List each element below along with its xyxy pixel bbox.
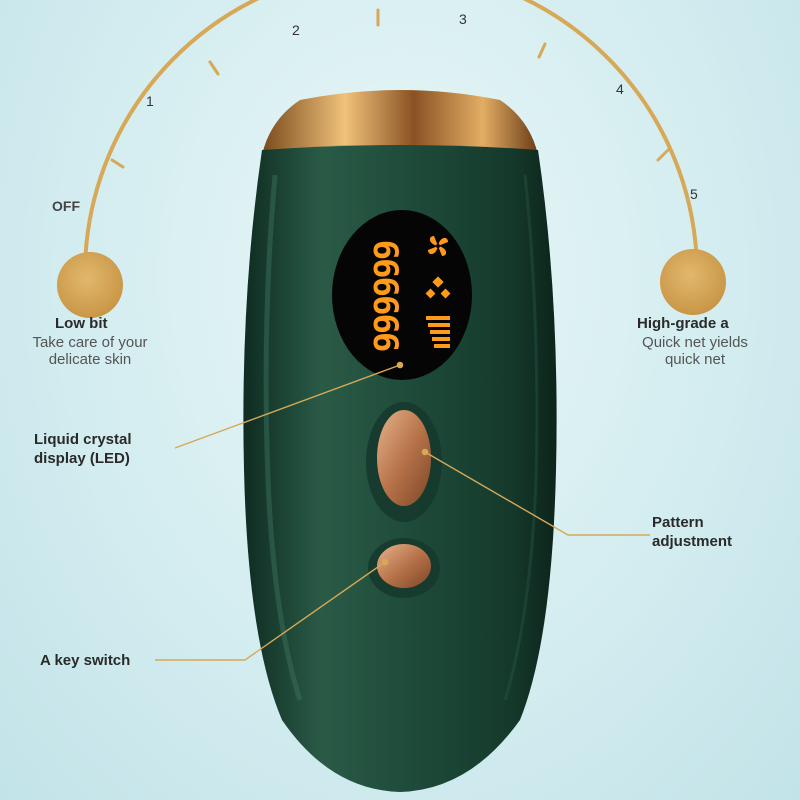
pattern-leader-line [424,451,650,536]
diamond-mode-icon [425,276,451,299]
lcd-callout-line2: display (LED) [34,450,130,467]
signal-level-icon [426,316,450,348]
dial-arc [82,0,699,280]
lcd-icons [425,236,451,348]
lcd-callout: Liquid crystal display (LED) [34,430,132,468]
dial-tick [656,148,670,162]
low-knob [57,252,123,318]
pattern-callout-line1: Pattern [652,514,704,531]
level-label-5: 5 [690,186,698,202]
dial-tick [208,60,220,76]
high-desc-line2: quick net [664,351,726,368]
high-title: High-grade a [637,315,729,332]
lcd-callout-line1: Liquid crystal [34,431,132,448]
device-head [262,90,538,155]
dial-tick [110,158,125,169]
level-label-3: 3 [459,11,467,27]
dial-tick [537,42,547,59]
high-knob [660,249,726,315]
low-desc-line1: Take care of your [32,334,148,351]
switch-callout: A key switch [40,652,131,669]
dial-ticks [110,8,670,169]
level-label-1: 1 [146,93,154,109]
switch-leader-line [155,561,386,661]
lcd-leader-line [174,364,401,449]
low-desc-line2: delicate skin [48,351,132,368]
level-label-4: 4 [616,81,624,97]
pattern-callout: Pattern adjustment [652,513,732,551]
lcd-digits-wrap: 666666 [365,230,405,360]
fan-icon [428,236,448,256]
level-label-2: 2 [292,22,300,38]
high-desc-line1: Quick net yields [642,334,748,351]
pattern-button [377,410,431,506]
level-label-off: OFF [52,198,80,214]
pattern-callout-line2: adjustment [652,533,733,550]
low-title: Low bit [55,315,108,332]
lcd-digits: 666666 [365,239,405,351]
switch-button [377,544,431,588]
